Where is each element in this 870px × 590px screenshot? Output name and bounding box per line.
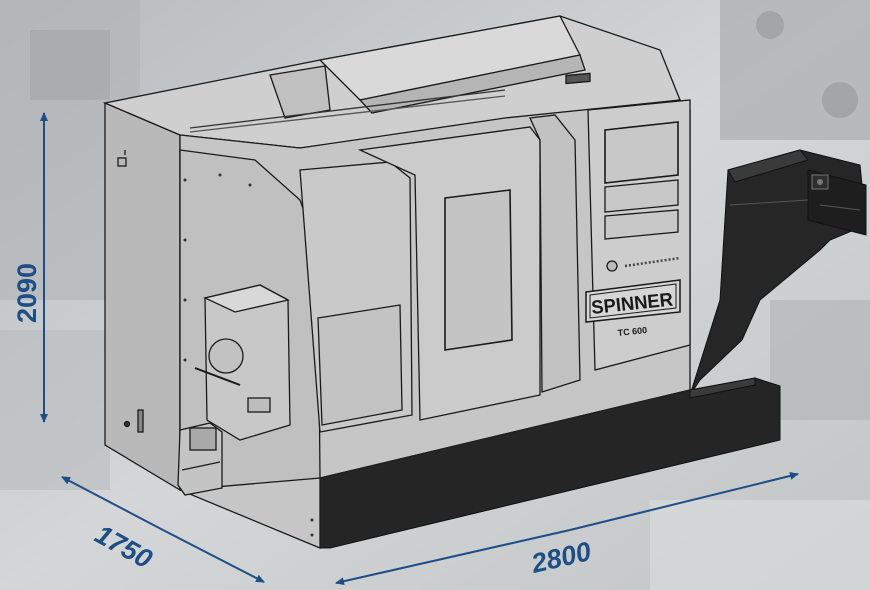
width-arrow-icon — [335, 529, 571, 586]
dimension-arrows — [40, 112, 799, 586]
machine-base — [319, 377, 781, 549]
coolant-unit — [177, 422, 223, 496]
chip-conveyor — [689, 149, 867, 396]
left-side-panel — [104, 102, 181, 492]
depth-arrow-icon — [162, 529, 265, 583]
width-arrow-icon — [569, 472, 799, 531]
side-cabinet — [194, 284, 291, 441]
height-dimension-label: 2090 — [12, 263, 42, 323]
depth-arrow-icon — [61, 476, 164, 531]
model-label: TC 600 — [617, 325, 647, 338]
